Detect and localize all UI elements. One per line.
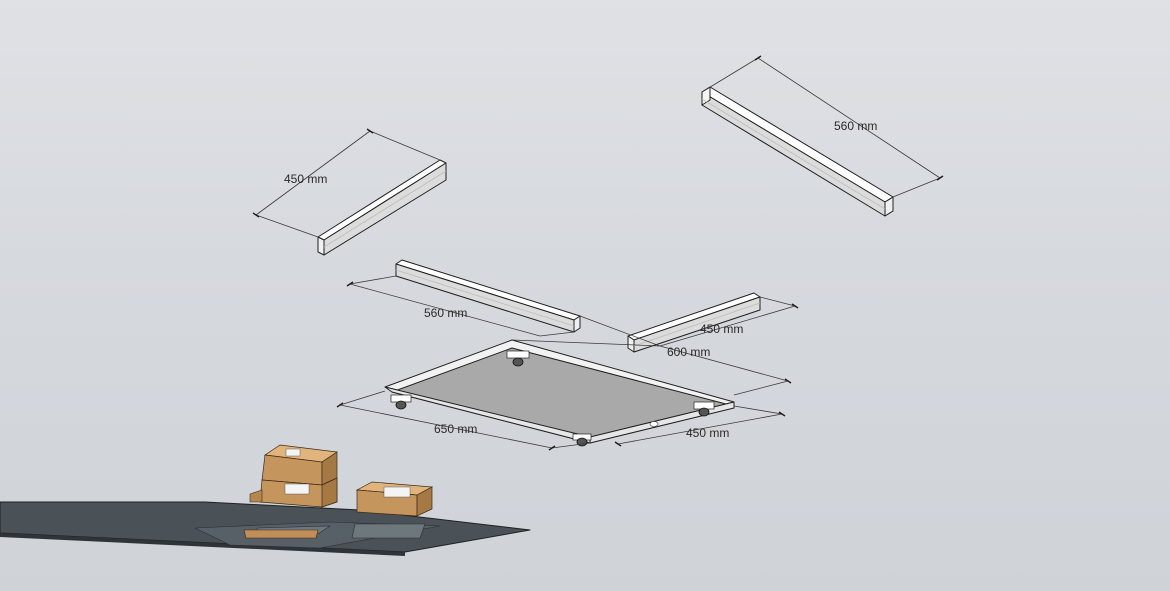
cardboard-boxes bbox=[249, 444, 434, 517]
dimension-lines bbox=[252, 55, 944, 451]
floor-box-top bbox=[243, 529, 319, 539]
caster-wheel-icon bbox=[693, 401, 715, 417]
rail-left-top bbox=[317, 159, 447, 256]
dim-label-panel-depth-lower: 450 mm bbox=[686, 426, 729, 440]
box-upper bbox=[261, 444, 338, 486]
mounting-hole bbox=[649, 421, 659, 427]
caster-wheel-icon bbox=[506, 350, 530, 367]
dim-label-panel-depth-upper: 600 mm bbox=[667, 345, 710, 359]
dim-label-rail-center-long: 560 mm bbox=[424, 306, 467, 320]
rail-right-top bbox=[701, 86, 894, 217]
floor-hatch-right bbox=[351, 523, 426, 539]
rail-center-short bbox=[627, 292, 761, 353]
box-barcode-icon bbox=[383, 486, 411, 498]
dim-label-rail-center-short: 450 mm bbox=[700, 322, 743, 336]
box-lower bbox=[249, 477, 338, 508]
floor-slab bbox=[0, 501, 531, 556]
rail-center-long bbox=[395, 259, 581, 333]
dim-label-panel-width: 650 mm bbox=[434, 422, 477, 436]
box-barcode-icon bbox=[284, 483, 310, 495]
base-panel bbox=[384, 339, 735, 447]
box-right bbox=[355, 481, 434, 517]
caster-wheel-icon bbox=[390, 394, 412, 410]
box-label-icon bbox=[285, 448, 301, 457]
dim-label-rail-left-top: 450 mm bbox=[284, 172, 327, 186]
dim-label-rail-right-top: 560 mm bbox=[834, 119, 877, 133]
